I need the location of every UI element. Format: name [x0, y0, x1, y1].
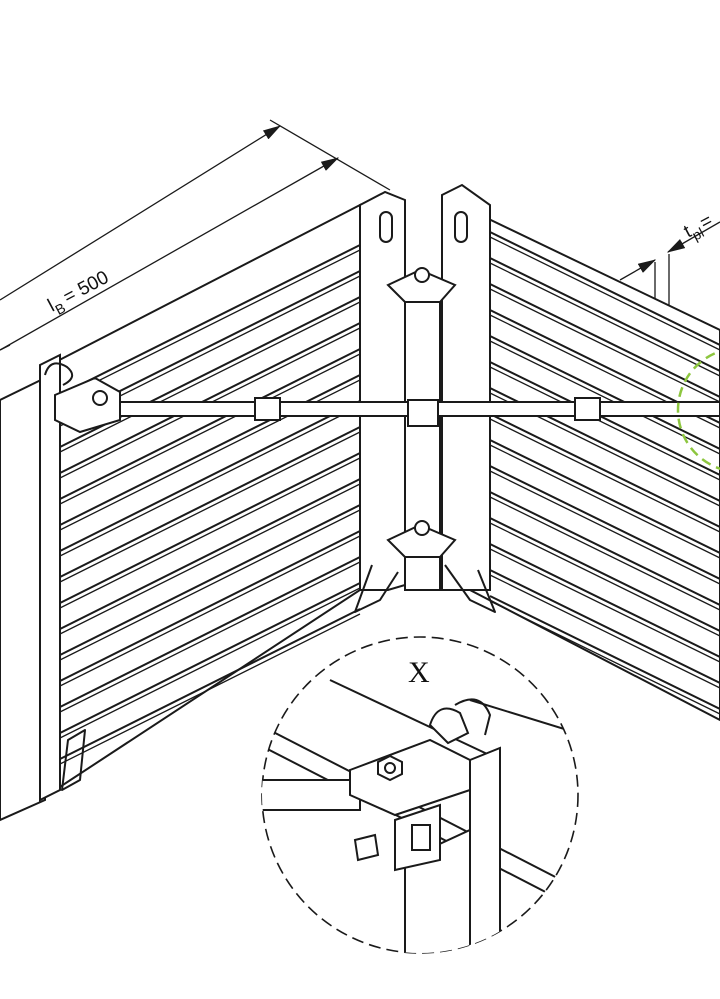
panel-slat [59, 504, 361, 656]
panel-slat [59, 426, 361, 578]
panel-slat [59, 249, 361, 401]
panel-slat [59, 244, 361, 396]
panel-slat [59, 556, 361, 708]
panel-slat [59, 301, 361, 453]
panel-slat [489, 595, 720, 710]
panel-slat [489, 569, 720, 684]
detail-clamp-plate [349, 738, 471, 817]
panel-slat [489, 340, 720, 455]
left-post [39, 353, 61, 802]
panel-slat [489, 283, 720, 398]
corner-post-left [359, 190, 406, 591]
panel-slat [489, 236, 720, 351]
panel-slat [59, 582, 361, 734]
panel-slat [59, 608, 361, 760]
corner-connector [386, 267, 457, 591]
panel-slat [489, 413, 720, 528]
panel-slat [59, 452, 361, 604]
width-dimension-label: lB= 500 [44, 267, 114, 320]
thickness-dimension: tpl= [619, 210, 720, 322]
shackle [44, 362, 74, 386]
panel-slat [59, 457, 361, 609]
panel-slat [59, 374, 361, 526]
panel-slat [59, 509, 361, 661]
panel-slat [59, 535, 361, 687]
panel-slat [59, 478, 361, 630]
panel-slat [489, 288, 720, 403]
panel-slat [489, 262, 720, 377]
panel-slat [489, 366, 720, 481]
panel-slat [59, 353, 361, 505]
panel-slat [489, 444, 720, 559]
panel-slat [489, 496, 720, 611]
panel-slat [59, 587, 361, 739]
panel-slat [59, 431, 361, 583]
panel-slat [489, 465, 720, 580]
detail-marker [676, 349, 720, 471]
panel-slat [489, 543, 720, 658]
right-panel-slats [489, 231, 720, 715]
panel-slat [59, 348, 361, 500]
panel-slat [489, 600, 720, 715]
post-slot-left [379, 211, 393, 243]
right-panel [441, 183, 720, 722]
panel-slat [489, 522, 720, 637]
left-panel-slats [59, 244, 361, 765]
thickness-dimension-label: tpl= [680, 210, 718, 246]
left-panel [0, 190, 406, 822]
corner-post-right [441, 183, 491, 591]
tie-bar [44, 362, 720, 434]
panel-slat [489, 361, 720, 476]
panel-slat [59, 530, 361, 682]
panel-slat [59, 613, 361, 765]
panel-slat [489, 439, 720, 554]
panel-slat [489, 418, 720, 533]
panel-slat [489, 517, 720, 632]
detail-nut [377, 754, 403, 782]
panel-slat [489, 335, 720, 450]
panel-slat [489, 574, 720, 689]
panel-slat [489, 231, 720, 346]
detail-x: X [261, 636, 579, 954]
detail-label: X [408, 656, 430, 689]
panel-slat [489, 548, 720, 663]
panel-slat [59, 561, 361, 713]
panel-slat [489, 491, 720, 606]
panel-slat [59, 483, 361, 635]
panel-slat [59, 322, 361, 474]
panel-slat [59, 400, 361, 552]
panel-slat [489, 470, 720, 585]
panel-slat [59, 405, 361, 557]
post-slot-right [454, 211, 468, 243]
panel-slat [489, 257, 720, 372]
